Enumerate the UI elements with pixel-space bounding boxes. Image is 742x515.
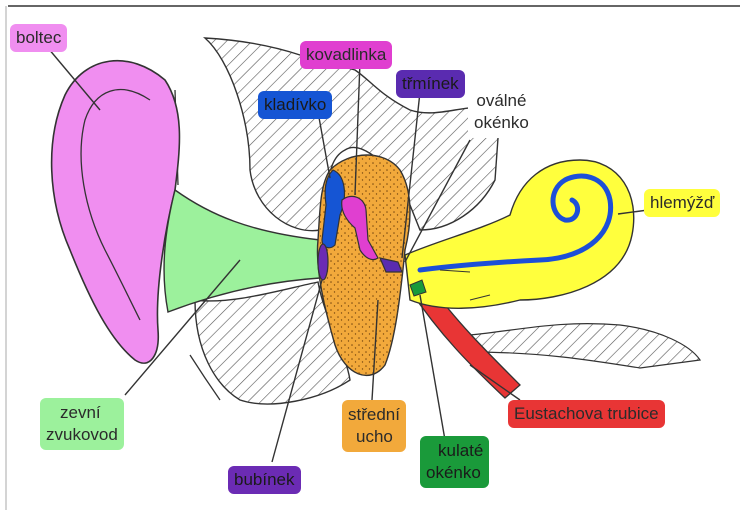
label-kovadlinka-text: kovadlinka bbox=[306, 45, 386, 64]
label-kladivko-text: kladívko bbox=[264, 95, 326, 114]
label-kulate-line1: kulaté bbox=[426, 440, 483, 462]
label-ovalne-line1: oválné bbox=[474, 90, 529, 112]
label-kulate-line2: okénko bbox=[426, 462, 483, 484]
label-kladivko: kladívko bbox=[258, 91, 332, 119]
label-eustachova-trubice: Eustachova trubice bbox=[508, 400, 665, 428]
right-bone-hatching bbox=[470, 324, 700, 368]
label-zevni-line1: zevní bbox=[46, 402, 118, 424]
label-stredni-line2: ucho bbox=[348, 426, 400, 448]
label-trminek-text: třmínek bbox=[402, 74, 459, 93]
label-kovadlinka: kovadlinka bbox=[300, 41, 392, 69]
pinna-shape bbox=[52, 61, 180, 363]
label-ovalne-okenko: oválné okénko bbox=[468, 86, 535, 138]
label-stredni-line1: střední bbox=[348, 404, 400, 426]
label-boltec: boltec bbox=[10, 24, 67, 52]
label-stredni-ucho: střední ucho bbox=[342, 400, 406, 452]
tympanic-membrane-shape bbox=[318, 244, 328, 280]
label-zevni-zvukovod: zevní zvukovod bbox=[40, 398, 124, 450]
label-trminek: třmínek bbox=[396, 70, 465, 98]
label-eustachova-text: Eustachova trubice bbox=[514, 404, 659, 423]
label-kulate-okenko: kulaté okénko bbox=[420, 436, 489, 488]
label-hlemyzd: hlemýžď bbox=[644, 189, 720, 217]
label-bubinek: bubínek bbox=[228, 466, 301, 494]
label-hlemyzd-text: hlemýžď bbox=[650, 193, 714, 212]
label-boltec-text: boltec bbox=[16, 28, 61, 47]
label-bubinek-text: bubínek bbox=[234, 470, 295, 489]
label-zevni-line2: zvukovod bbox=[46, 424, 118, 446]
label-ovalne-line2: okénko bbox=[474, 112, 529, 134]
